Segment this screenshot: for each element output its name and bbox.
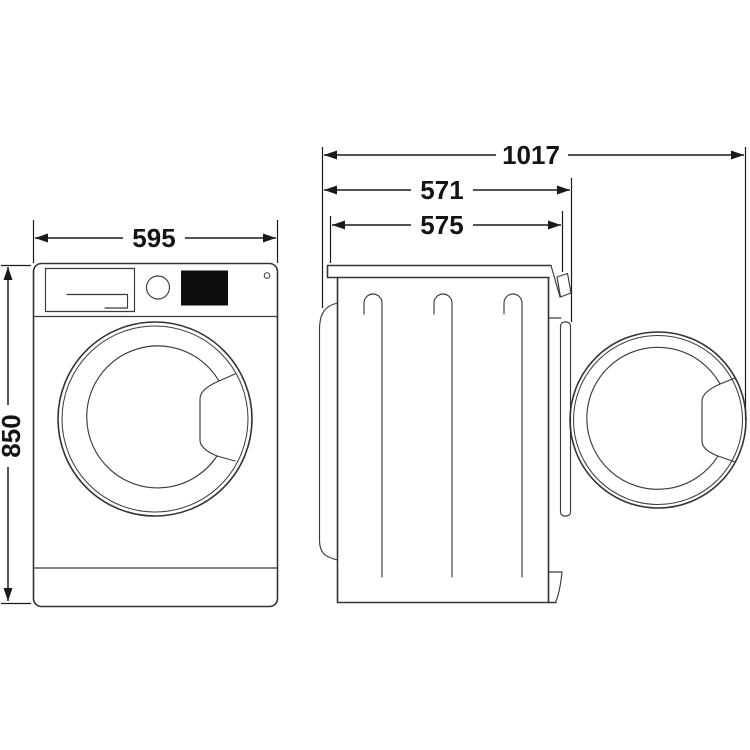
door-handle bbox=[701, 377, 736, 463]
door-plate bbox=[559, 321, 572, 517]
panel-groove bbox=[363, 293, 383, 578]
side-depth-dimension: 571 bbox=[324, 175, 573, 322]
panel-groove bbox=[433, 293, 453, 578]
program-knob bbox=[145, 275, 171, 300]
side-machine bbox=[318, 264, 747, 604]
panel-groove bbox=[503, 293, 523, 578]
door-outer-ring bbox=[569, 331, 747, 509]
top-lid bbox=[326, 264, 552, 279]
label-backing bbox=[411, 212, 473, 238]
side-depth-open-dimension: 1017 bbox=[321, 140, 747, 420]
door-handle bbox=[199, 373, 236, 462]
power-led bbox=[263, 272, 271, 279]
machine-body bbox=[32, 262, 279, 608]
rear-bulge bbox=[318, 302, 339, 561]
front-height-label: 850 bbox=[0, 414, 26, 457]
arrow-right-icon bbox=[557, 185, 570, 195]
front-width-dimension: 595 bbox=[32, 220, 279, 263]
door-glass bbox=[586, 346, 721, 490]
label-backing bbox=[123, 225, 185, 251]
arrow-up-icon bbox=[3, 267, 13, 280]
arrow-right-icon bbox=[548, 220, 561, 230]
side-depth-top-label: 575 bbox=[420, 210, 463, 240]
side-depth-open-label: 1017 bbox=[502, 140, 560, 170]
display-screen bbox=[181, 270, 228, 306]
door-hinge-cap bbox=[556, 272, 572, 298]
front-height-dimension: 850 bbox=[0, 264, 31, 605]
label-backing bbox=[0, 405, 24, 467]
arrow-left-icon bbox=[35, 233, 48, 243]
side-depth-label: 571 bbox=[420, 175, 463, 205]
label-backing bbox=[496, 142, 568, 168]
front-width-label: 595 bbox=[132, 223, 175, 253]
door-inner-ring bbox=[573, 335, 743, 505]
door-outer-ring bbox=[57, 321, 253, 517]
door-glass bbox=[86, 345, 220, 489]
arrow-right-icon bbox=[263, 233, 276, 243]
open-door bbox=[569, 331, 747, 509]
side-depth-top-dimension: 575 bbox=[329, 210, 564, 272]
drawer-handle bbox=[66, 293, 129, 309]
arrow-left-icon bbox=[332, 220, 345, 230]
plinth-front bbox=[547, 571, 563, 604]
arrow-down-icon bbox=[3, 588, 13, 601]
side-view: 1017 571 575 bbox=[318, 140, 747, 604]
front-view: 595 850 bbox=[0, 220, 279, 608]
front-machine bbox=[32, 262, 279, 608]
arrow-right-icon bbox=[731, 150, 744, 160]
label-backing bbox=[411, 177, 473, 203]
door-inner-ring bbox=[61, 325, 249, 513]
body-back-and-bottom bbox=[336, 276, 557, 604]
arrow-left-icon bbox=[324, 185, 337, 195]
lid-front-slant bbox=[550, 264, 561, 298]
arrow-left-icon bbox=[324, 150, 337, 160]
detergent-drawer bbox=[44, 267, 136, 313]
front-door bbox=[57, 321, 253, 517]
